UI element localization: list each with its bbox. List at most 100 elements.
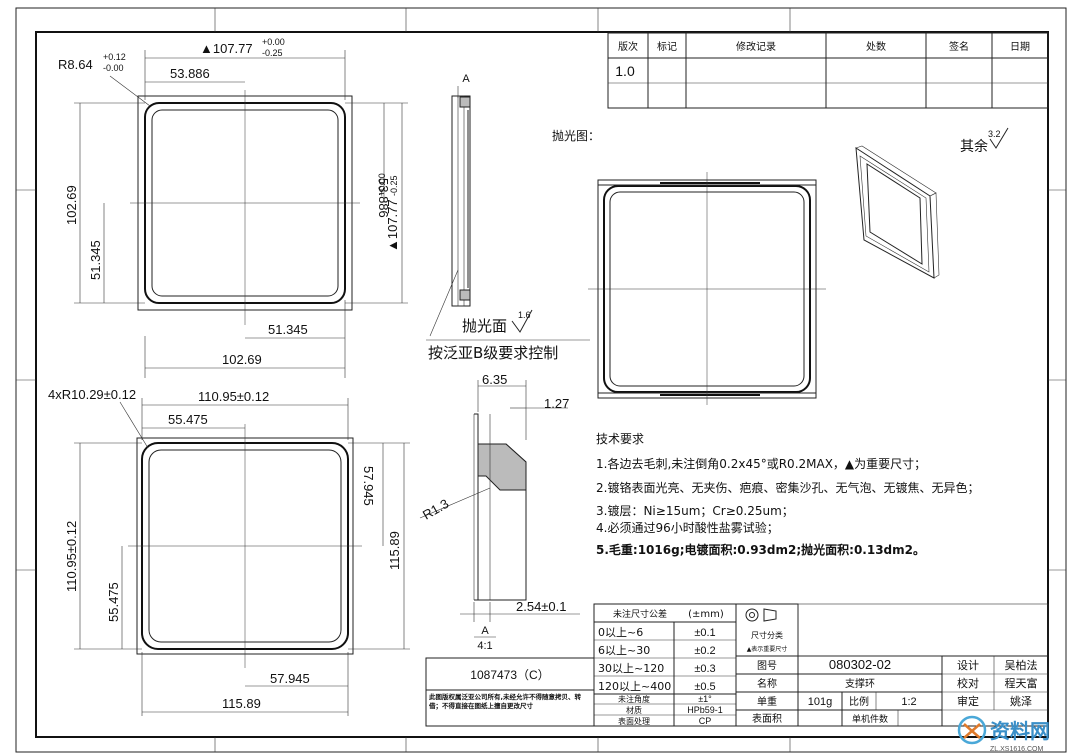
tol-material-label: 材质 (626, 705, 642, 715)
tol-range-1: 6以上~30 (598, 644, 650, 657)
top-corner-radius-tol-upper: +0.12 (103, 52, 126, 62)
detail-label: A (481, 625, 489, 637)
rest-label: 其余 (960, 138, 988, 155)
detail-scale: 4:1 (477, 640, 492, 652)
top-half-height-left: 51.345 (88, 240, 103, 280)
approve-label: 审定 (957, 694, 979, 708)
polish-surface-label: 抛光面 (462, 317, 507, 335)
copyright-note: 此图版权属泛亚公司所有,未经允许不得随意拷贝、转借；不得直接在图纸上擅自更改尺寸 (429, 693, 581, 710)
tol-material-value: HPb59-1 (687, 705, 723, 715)
top-width-tol-lower: -0.25 (262, 48, 283, 58)
rev-header-version: 版次 (618, 40, 638, 53)
top-width-bottom: 102.69 (222, 352, 262, 367)
surface-area-label: 表面积 (752, 712, 782, 725)
polish-view: 抛光图： 其余 3.2 (552, 127, 1009, 405)
drawing-no: 080302-02 (829, 657, 891, 672)
section-view: A 抛光面 1.6 按泛亚B级要求控制 (426, 73, 590, 362)
part-name: 支撑环 (845, 677, 875, 690)
bottom-width-bottom: 115.89 (222, 696, 261, 711)
outer-border (15, 7, 1067, 753)
tol-value-1: ±0.2 (694, 645, 715, 657)
top-corner-radius: R8.64 (58, 57, 93, 72)
rev-header-mark: 标记 (657, 41, 677, 53)
bottom-half-height-right: 57.945 (361, 466, 376, 506)
copyright-box: 此图版权属泛亚公司所有,未经允许不得随意拷贝、转借；不得直接在图纸上擅自更改尺寸 (429, 693, 581, 710)
design-label: 设计 (957, 659, 979, 672)
bottom-half-width-bottom: 57.945 (270, 671, 310, 686)
tech-item-4: 4.必须通过96小时酸性盐雾试验； (596, 520, 779, 535)
weight-value: 101g (808, 696, 832, 708)
roughness-symbol-rest (989, 127, 1009, 149)
top-view-dimensions: R8.64 +0.12 -0.00 ▲107.77 +0.00 -0.25 53… (58, 37, 400, 367)
top-width-tol-upper: +0.00 (262, 37, 285, 47)
size-class-label: 尺寸分类 (751, 630, 783, 640)
rev-header-count: 处数 (866, 40, 886, 53)
bottom-half-width-top: 55.475 (168, 412, 208, 427)
top-half-height-right: 53.886 (376, 178, 391, 218)
bottom-view (74, 398, 410, 716)
detail-dim-top: 6.35 (482, 372, 507, 387)
tol-value-0: ±0.1 (694, 627, 715, 639)
projection-symbol-circle (745, 608, 759, 622)
watermark: 资料网 ZL.XS1616.COM (957, 715, 1050, 753)
bottom-height-left: 110.95±0.12 (64, 521, 79, 592)
revision-table: 版次 标记 修改记录 处数 签名 日期 1.0 (607, 32, 1049, 109)
tol-angle-value: ±1° (698, 694, 712, 704)
tol-value-3: ±0.5 (694, 681, 715, 693)
watermark-brand: 资料网 (990, 719, 1050, 743)
tech-item-2: 2.镀铬表面光亮、无夹伤、疤痕、密集沙孔、无气泡、无镀焦、无异色； (596, 480, 979, 495)
tol-range-0: 0以上~6 (598, 626, 643, 639)
title-block: 1087473（C） 此图版权属泛亚公司所有,未经允许不得随意拷贝、转借；不得直… (425, 603, 1049, 727)
top-height-tol-lower: -0.25 (389, 175, 399, 196)
bottom-corner-radius: 4xR10.29±0.12 (48, 387, 136, 402)
tol-range-2: 30以上~120 (598, 662, 664, 675)
rev-header-signature: 签名 (949, 40, 969, 53)
control-note: 按泛亚B级要求控制 (428, 344, 558, 362)
top-corner-radius-tol-lower: -0.00 (103, 63, 124, 73)
scale-label: 比例 (849, 695, 869, 708)
detail-radius: R1.3 (420, 496, 451, 523)
designer-name: 吴柏法 (1005, 658, 1038, 672)
top-width-dim: ▲107.77 (200, 41, 253, 56)
tech-item-3: 3.镀层：Ni≥15um；Cr≥0.25um； (596, 504, 794, 518)
inner-border (35, 31, 1049, 738)
watermark-logo-icon (957, 715, 987, 745)
detail-dim-bottom: 2.54±0.1 (516, 599, 567, 614)
bottom-width-dim: 110.95±0.12 (198, 389, 269, 404)
top-half-width-bottom: 51.345 (268, 322, 308, 337)
rev-header-record: 修改记录 (736, 40, 776, 53)
drawing-no-label: 图号 (757, 660, 777, 672)
tech-item-5: 5.毛重:1016g;电镀面积:0.93dm2;抛光面积:0.13dm2。 (596, 542, 925, 557)
tol-header: 未注尺寸公差 (613, 608, 667, 620)
tech-requirements: 技术要求 1.各边去毛刺,未注倒角0.2x45°或R0.2MAX，▲为重要尺寸；… (596, 432, 979, 557)
tol-surface-label: 表面处理 (618, 716, 650, 726)
tol-value-2: ±0.3 (694, 663, 715, 675)
bottom-height-right: 115.89 (387, 531, 402, 570)
tech-item-1: 1.各边去毛刺,未注倒角0.2x45°或R0.2MAX，▲为重要尺寸； (596, 456, 926, 471)
section-a-label: A (462, 73, 470, 85)
scale-value: 1:2 (901, 696, 916, 708)
tech-title: 技术要求 (596, 432, 644, 446)
drawing-code: 1087473（C） (470, 668, 549, 682)
roughness-symbol (511, 309, 533, 333)
checker-name: 程天富 (1005, 676, 1038, 690)
top-height-tol-upper: +0.00 (377, 173, 387, 196)
zone-ticks (16, 8, 1066, 752)
rev-row-version: 1.0 (615, 63, 635, 79)
polish-roughness: 1.6 (518, 310, 531, 320)
bottom-view-dimensions: 4xR10.29±0.12 110.95±0.12 55.475 57.945 … (48, 387, 402, 711)
top-height-left: 102.69 (64, 185, 79, 225)
detail-view: 6.35 1.27 R1.3 2.54±0.1 A 4:1 (419, 372, 580, 652)
top-half-width-top: 53.886 (170, 66, 210, 81)
check-label: 校对 (957, 676, 979, 690)
size-class-note: ▲表示重要尺寸 (747, 645, 788, 653)
tolerance-table: 未注尺寸公差 (±mm) 0以上~6 ±0.1 6以上~30 ±0.2 30以上… (593, 603, 737, 727)
weight-label: 单重 (757, 695, 777, 708)
tol-angle-label: 未注角度 (618, 694, 650, 704)
top-view (74, 50, 408, 378)
bottom-half-height-left: 55.475 (106, 582, 121, 622)
tol-range-3: 120以上~400 (598, 680, 671, 693)
polish-view-title: 抛光图： (552, 128, 600, 143)
watermark-url: ZL.XS1616.COM (990, 746, 1043, 753)
tol-surface-value: CP (699, 716, 712, 726)
